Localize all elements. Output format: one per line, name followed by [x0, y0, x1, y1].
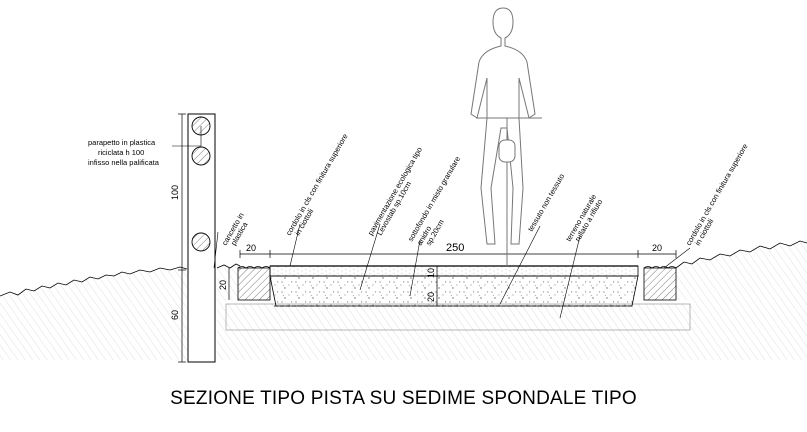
label-tessuto: tessuto non tessuto	[526, 172, 566, 233]
dim-post-depth: 60	[170, 310, 180, 320]
label-cordolo-right-1: cordolo in cls con finitura superiore	[684, 142, 750, 247]
drawing-title: SEZIONE TIPO PISTA SU SEDIME SPONDALE TI…	[170, 388, 637, 409]
dim-curb-height: 20	[218, 280, 228, 290]
dim-curb-left-width: 20	[246, 243, 256, 253]
dimension-lines	[178, 113, 677, 363]
path-structure	[225, 265, 691, 331]
dim-subbase-thickness: 20	[426, 292, 436, 302]
dim-path-width: 250	[446, 242, 464, 254]
cyclist	[470, 7, 542, 266]
leader-lines	[172, 126, 691, 319]
dim-pavement-thickness: 10	[426, 268, 436, 278]
parapet-post	[187, 113, 216, 363]
curb-right	[643, 266, 677, 301]
label-parapetto-3: infisso nella palificata	[88, 158, 160, 167]
label-cordolo-left-1: cordolo in cls con finitura superiore	[284, 132, 350, 237]
dim-post-height: 100	[170, 185, 180, 200]
dimension-labels: 100 60 20 250 20 20 10 20	[170, 185, 662, 320]
label-parapetto-1: parapetto in plastica	[88, 138, 156, 147]
dim-curb-right-width: 20	[652, 243, 662, 253]
curb-left	[237, 266, 271, 301]
annotation-labels: parapetto in plastica riciclata h 100 in…	[88, 132, 750, 247]
label-parapetto-2: riciclata h 100	[98, 148, 144, 157]
